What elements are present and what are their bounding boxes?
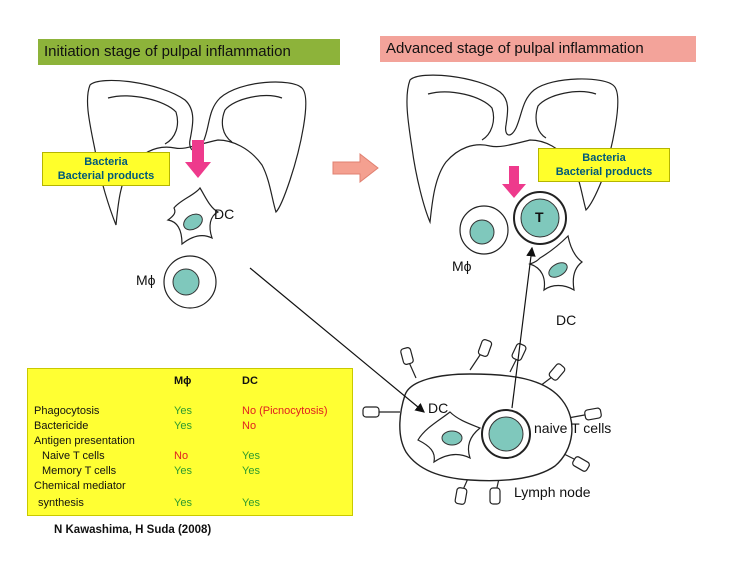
bacteria-label-left: Bacteria (84, 156, 128, 168)
tooth-right (406, 74, 619, 225)
lymph-node-label: Lymph node (514, 484, 591, 500)
table-cell-macrophage: Yes (174, 465, 192, 477)
bacteria-label-right: Bacteria (582, 152, 626, 164)
macrophage-label-left: Mϕ (136, 272, 156, 288)
lymph-node (362, 339, 602, 505)
naive-t-cells-label: naive T cells (534, 420, 612, 436)
arrow-bacteria-right (502, 166, 526, 198)
dc-label-lymph: DC (428, 400, 449, 416)
lymph-node-projection (539, 363, 566, 387)
arrow-t-cell-return (511, 246, 536, 409)
title-initiation-stage: Initiation stage of pulpal inflammation (38, 39, 340, 65)
tooth-left (86, 79, 307, 226)
table-header-macrophage: Mϕ (174, 375, 192, 387)
table-cell-dc: Yes (242, 450, 260, 462)
table-cell-dc: Yes (242, 497, 260, 509)
table-row-label: Naive T cells (42, 450, 105, 462)
t-cell-label: T (535, 209, 544, 225)
lymph-node-projection (567, 407, 602, 421)
table-header-dc: DC (242, 375, 258, 387)
stage-transition-arrow (332, 152, 379, 184)
table-cell-dc: No (242, 420, 257, 432)
dc-nucleus-right (548, 262, 568, 278)
table-cell-macrophage: Yes (174, 497, 192, 509)
bacteria-box-right: Bacteria Bacterial products (538, 148, 670, 182)
table-row-label: Chemical mediator (34, 480, 126, 492)
bacteria-box-left: Bacteria Bacterial products (42, 152, 170, 186)
arrow-dc-migration (249, 267, 425, 413)
table-cell-macrophage: Yes (174, 405, 192, 417)
t-cell-nucleus-right (520, 198, 560, 238)
dc-nucleus-lymph (441, 430, 463, 446)
macrophage-nucleus-right (469, 219, 495, 245)
arrow-bacteria-left (185, 140, 211, 178)
macrophage-nucleus-left (172, 268, 200, 296)
table-cell-dc: No (Picnocytosis) (242, 405, 328, 417)
lymph-node-projection (362, 406, 400, 418)
lymph-node-projection (400, 347, 417, 379)
bacterial-products-label-right: Bacterial products (555, 166, 653, 178)
dc-nucleus-left (183, 213, 203, 231)
title-advanced-stage: Advanced stage of pulpal inflammation (380, 36, 696, 62)
comparison-table: Mϕ DC Phagocytosis Yes No (Picnocytosis)… (27, 368, 353, 516)
table-cell-macrophage: No (174, 450, 189, 462)
table-row-label: synthesis (38, 497, 84, 509)
dc-label-right: DC (556, 312, 577, 328)
bacterial-products-label-left: Bacterial products (57, 170, 155, 182)
naive-t-cell-nucleus (488, 416, 524, 452)
table-cell-macrophage: Yes (174, 420, 192, 432)
table-cell-dc: Yes (242, 465, 260, 477)
lymph-node-projection (469, 339, 493, 371)
table-row-label: Memory T cells (42, 465, 117, 477)
table-row-label: Bactericide (34, 420, 89, 432)
macrophage-label-right: Mϕ (452, 258, 472, 274)
dc-label-left: DC (214, 206, 235, 222)
citation-credit: N Kawashima, H Suda (2008) (54, 524, 212, 536)
table-row-label: Phagocytosis (34, 405, 100, 417)
table-row-label: Antigen presentation (34, 435, 135, 447)
